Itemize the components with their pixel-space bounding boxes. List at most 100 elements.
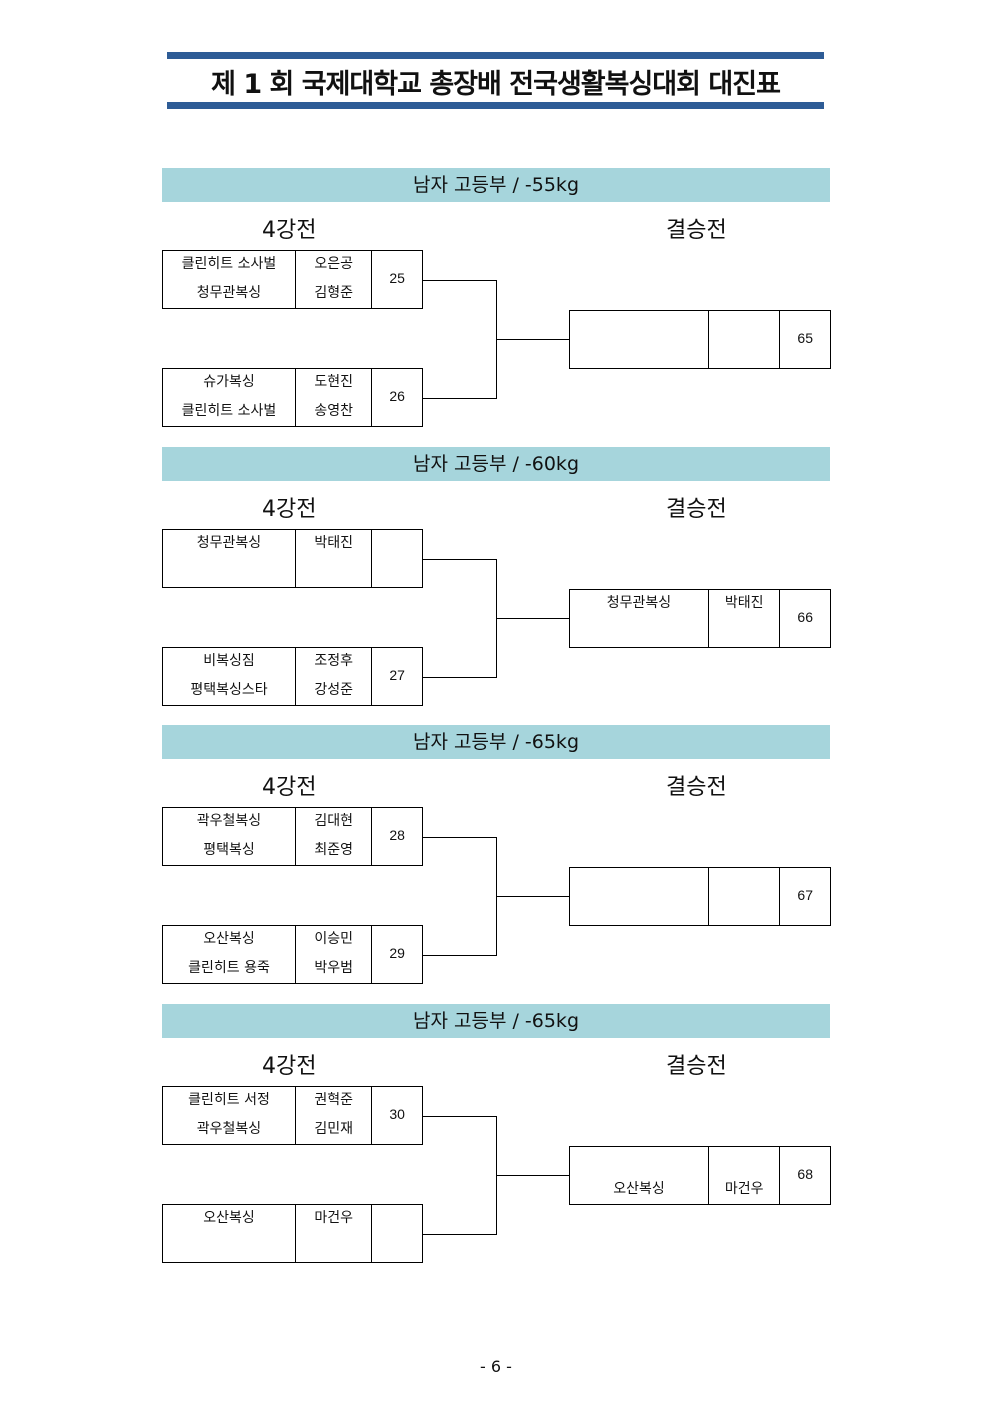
club-name: 평택복싱 — [203, 841, 255, 858]
final-label: 결승전 — [666, 218, 727, 243]
connector-line — [422, 280, 497, 281]
player-name: 최준영 — [314, 841, 353, 858]
connector-line — [422, 1116, 497, 1117]
player-name: 박태진 — [314, 535, 353, 551]
player-name — [296, 559, 371, 588]
bout-number-column: 30 — [372, 1087, 422, 1144]
bout-number: 28 — [389, 827, 405, 843]
bout-number-column: 28 — [372, 808, 422, 865]
player-name: 김민재 — [314, 1120, 353, 1137]
player-name: 오은공 — [314, 256, 353, 272]
club-column: 오산복싱 — [570, 1147, 709, 1204]
bout-number-column: 29 — [372, 926, 422, 983]
club-name: 비복싱짐 — [203, 653, 255, 669]
club-name: 곽우철복싱 — [196, 813, 262, 829]
semifinal-label: 4강전 — [262, 218, 317, 243]
section-header: 남자 고등부 / -65kg — [162, 1004, 830, 1038]
name-column: 마건우 — [709, 1147, 781, 1204]
section-header: 남자 고등부 / -55kg — [162, 168, 830, 202]
player-name — [296, 1234, 371, 1263]
player-name: 강성준 — [314, 681, 353, 698]
club-name: 청무관복싱 — [606, 595, 672, 611]
club-column: 청무관복싱 — [163, 530, 296, 587]
name-column — [709, 311, 781, 368]
final-label: 결승전 — [666, 497, 727, 522]
player-name: 송영찬 — [314, 402, 353, 419]
section-header: 남자 고등부 / -60kg — [162, 447, 830, 481]
connector-line — [422, 955, 497, 956]
final-label: 결승전 — [666, 1054, 727, 1079]
player-name — [709, 619, 779, 648]
bout-number: 27 — [389, 667, 405, 683]
title-bar-top — [167, 52, 824, 59]
semifinal-label: 4강전 — [262, 497, 317, 522]
bout-number-column: 67 — [780, 868, 830, 925]
page-title: 제 1 회 국제대학교 총장배 전국생활복싱대회 대진표 — [211, 69, 781, 100]
club-name: 청무관복싱 — [196, 284, 262, 301]
player-name: 박태진 — [724, 595, 764, 611]
bout-number: 65 — [797, 330, 813, 346]
club-column — [570, 868, 709, 925]
bout-number: 66 — [797, 609, 813, 625]
club-name: 평택복싱스타 — [190, 681, 268, 698]
player-name — [709, 897, 779, 926]
bout-number-column: 66 — [780, 590, 830, 647]
connector-line — [422, 677, 497, 678]
club-name: 클린히트 소사벌 — [181, 402, 277, 419]
player-name: 권혁준 — [314, 1092, 353, 1108]
club-name — [570, 619, 708, 648]
bout-number: 68 — [797, 1166, 813, 1182]
bout-number — [372, 544, 422, 573]
name-column: 마건우 — [296, 1205, 373, 1263]
club-name: 청무관복싱 — [196, 535, 262, 551]
player-name: 김대현 — [314, 813, 353, 829]
club-column: 청무관복싱 — [570, 590, 709, 647]
club-column — [570, 311, 709, 368]
bout-number-column — [372, 530, 422, 587]
top-match-box: 청무관복싱 박태진 — [162, 529, 423, 588]
name-column: 박태진 — [709, 590, 781, 648]
connector-line — [422, 398, 497, 399]
title-bar-bottom — [167, 102, 824, 109]
connector-line — [496, 618, 569, 619]
player-name — [709, 311, 779, 340]
connector-line — [496, 896, 569, 897]
bout-number-column: 27 — [372, 648, 422, 705]
club-name — [570, 868, 708, 897]
semifinal-label: 4강전 — [262, 775, 317, 800]
club-name — [570, 1147, 708, 1176]
bout-number: 25 — [389, 270, 405, 286]
bout-number — [372, 1219, 422, 1248]
final-match-box: 청무관복싱 박태진 66 — [569, 589, 831, 648]
connector-line — [422, 837, 497, 838]
club-name — [163, 1234, 295, 1263]
name-column — [709, 868, 781, 926]
player-name: 김형준 — [314, 284, 353, 301]
club-name: 슈가복싱 — [203, 374, 255, 390]
player-name — [709, 1147, 779, 1176]
club-name — [570, 340, 708, 369]
club-name — [163, 559, 295, 588]
connector-line — [496, 1175, 569, 1176]
player-name: 박우범 — [314, 959, 353, 976]
